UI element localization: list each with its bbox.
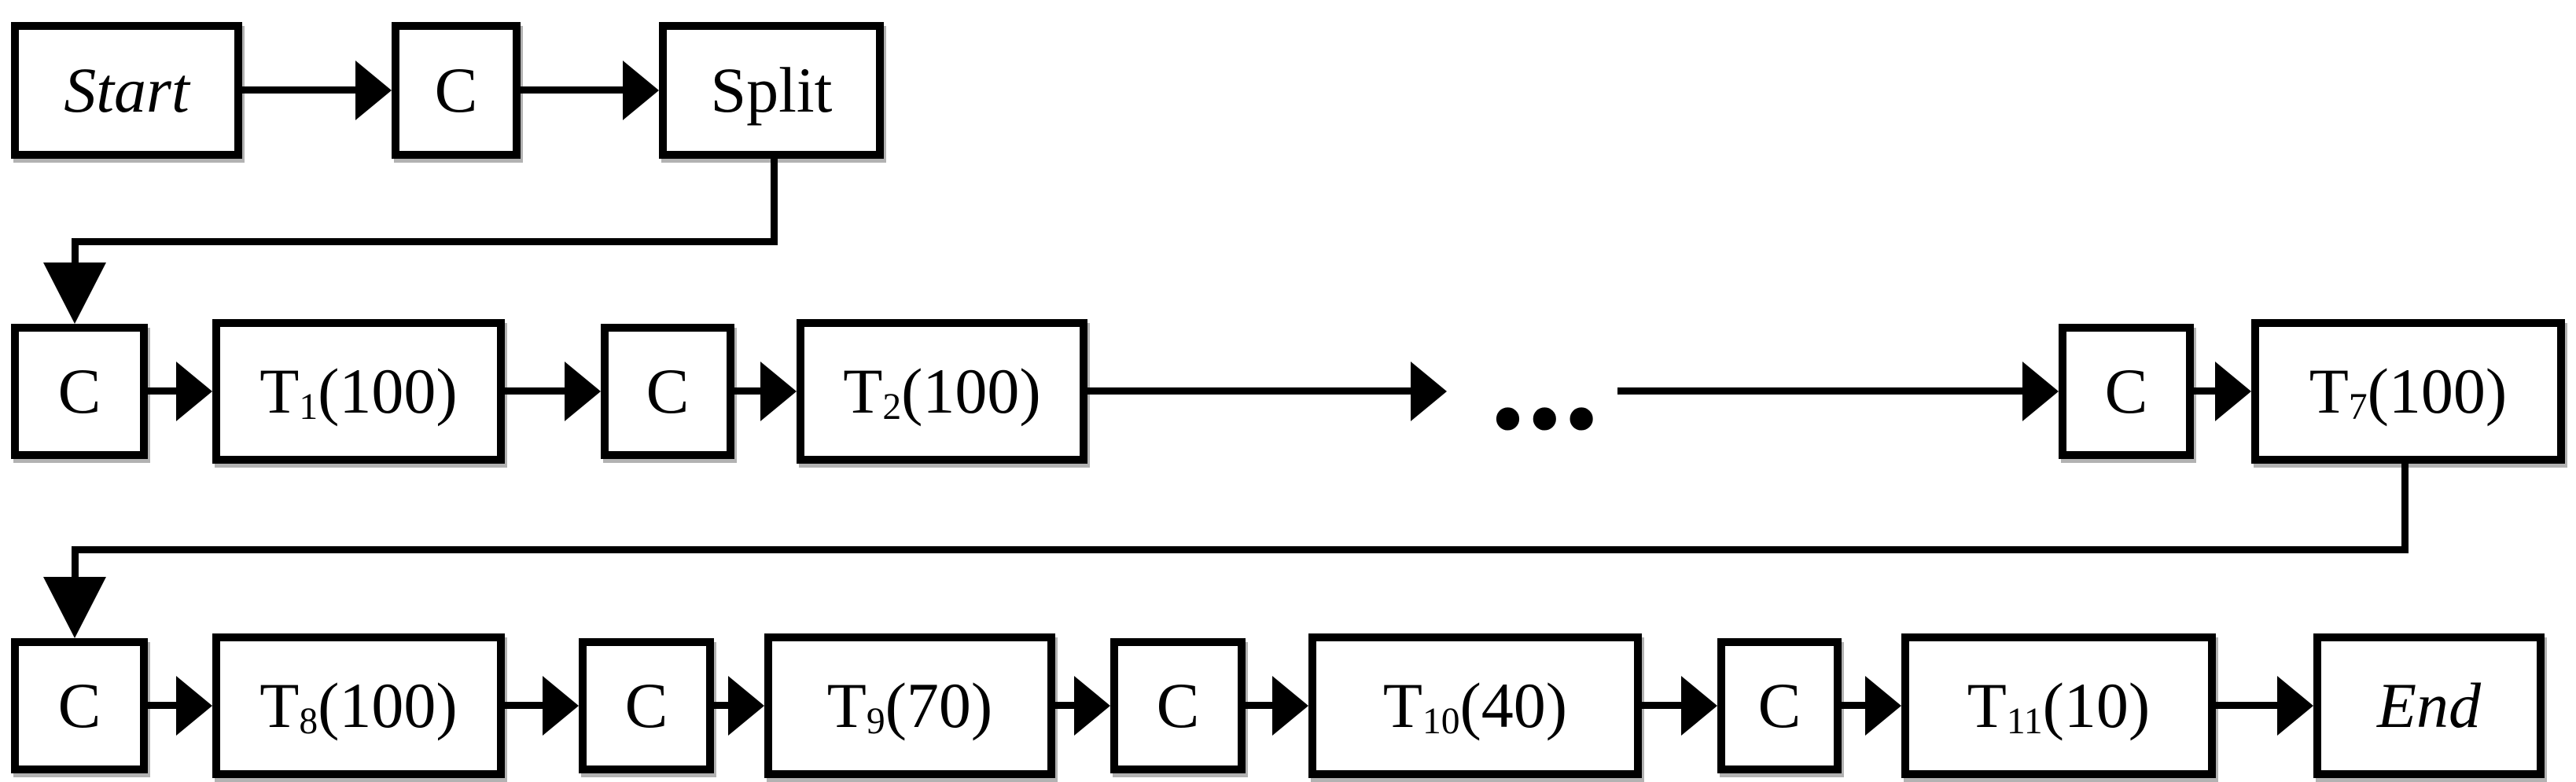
- label-subscript: 2: [882, 387, 902, 428]
- node-t1: T1(100): [212, 319, 505, 464]
- arrowhead: [1681, 676, 1717, 736]
- node-t7-label: T7(100): [2309, 359, 2508, 426]
- arrow-shaft: [1617, 387, 2024, 395]
- node-end-label: End: [2376, 670, 2482, 741]
- connector-segment: [2401, 462, 2409, 553]
- node-start-label: Start: [64, 54, 190, 126]
- arrowhead: [355, 61, 392, 120]
- node-t8-label: T8(100): [259, 674, 458, 740]
- connector-segment: [72, 238, 778, 245]
- node-c8: C: [11, 638, 148, 773]
- node-c7-label: C: [2104, 355, 2148, 427]
- connector-segment: [72, 546, 79, 584]
- label-suffix: (70): [885, 670, 993, 741]
- arrow-shaft: [734, 387, 764, 395]
- label-base: T: [259, 355, 300, 427]
- node-t10: T10(40): [1308, 633, 1642, 778]
- node-c1-label: C: [57, 355, 101, 427]
- node-split: Split: [659, 22, 884, 159]
- node-c9: C: [579, 638, 714, 773]
- label-base: T: [843, 355, 883, 427]
- arrowhead: [176, 362, 212, 421]
- arrow-shaft: [242, 86, 359, 94]
- label-subscript: 9: [866, 701, 885, 743]
- node-c-top-label: C: [434, 54, 478, 126]
- arrow-shaft: [2216, 702, 2280, 709]
- label-subscript: 11: [2006, 701, 2043, 743]
- node-c10-label: C: [1156, 670, 1200, 741]
- label-suffix: (100): [2367, 355, 2508, 427]
- ellipsis-dots: ...: [1490, 303, 1601, 459]
- arrowhead: [1272, 676, 1308, 736]
- label-subscript: 7: [2348, 387, 2368, 428]
- node-start: Start: [11, 22, 242, 159]
- arrowhead: [1074, 676, 1110, 736]
- node-t1-label: T1(100): [259, 359, 458, 426]
- node-c11: C: [1717, 638, 1842, 773]
- label-suffix: (10): [2042, 670, 2151, 741]
- node-c2: C: [601, 324, 734, 459]
- node-t7: T7(100): [2251, 319, 2565, 464]
- label-base: T: [1382, 670, 1422, 741]
- label-subscript: 10: [1422, 701, 1460, 743]
- label-suffix: (40): [1459, 670, 1568, 741]
- node-c7: C: [2059, 324, 2194, 459]
- arrow-shaft: [1842, 702, 1868, 709]
- arrow-shaft: [1087, 387, 1414, 395]
- label-suffix: (100): [318, 670, 458, 741]
- label-base: T: [259, 670, 300, 741]
- arrowhead: [176, 676, 212, 736]
- node-t9-label: T9(70): [827, 674, 993, 740]
- arrow-shaft: [521, 86, 626, 94]
- node-t10-label: T10(40): [1383, 674, 1567, 740]
- arrowhead: [728, 676, 764, 736]
- arrow-shaft: [1642, 702, 1684, 709]
- node-c9-label: C: [624, 670, 668, 741]
- arrowhead: [565, 362, 601, 421]
- node-t8: T8(100): [212, 633, 505, 778]
- arrowhead: [760, 362, 797, 421]
- label-suffix: (100): [318, 355, 458, 427]
- arrow-shaft: [148, 387, 179, 395]
- node-t2-label: T2(100): [843, 359, 1041, 426]
- label-suffix: (100): [901, 355, 1041, 427]
- arrowhead: [2277, 676, 2313, 736]
- node-c8-label: C: [57, 670, 101, 741]
- node-t11-label: T11(10): [1967, 674, 2151, 740]
- node-t2: T2(100): [797, 319, 1087, 464]
- arrow-shaft: [714, 702, 731, 709]
- node-c10: C: [1110, 638, 1246, 773]
- arrow-shaft: [1055, 702, 1077, 709]
- connector-segment: [72, 546, 2409, 553]
- label-subscript: 1: [299, 387, 318, 428]
- connector-segment: [72, 238, 79, 274]
- node-t11: T11(10): [1901, 633, 2216, 778]
- arrowhead: [543, 676, 579, 736]
- node-c2-label: C: [646, 355, 690, 427]
- node-c1: C: [11, 324, 148, 459]
- arrowhead: [1411, 362, 1447, 421]
- node-split-label: Split: [710, 54, 833, 126]
- node-end: End: [2313, 633, 2545, 778]
- label-base: T: [2309, 355, 2349, 427]
- label-subscript: 8: [299, 701, 318, 743]
- node-t9: T9(70): [764, 633, 1055, 778]
- arrowhead: [623, 61, 659, 120]
- label-base: T: [1967, 670, 2007, 741]
- label-base: T: [826, 670, 867, 741]
- node-c-top: C: [392, 22, 521, 159]
- connector-segment: [771, 157, 778, 245]
- arrow-shaft: [1246, 702, 1274, 709]
- arrowhead: [43, 577, 106, 638]
- arrow-shaft: [2194, 387, 2218, 395]
- arrow-shaft: [148, 702, 179, 709]
- arrowhead: [2215, 362, 2251, 421]
- arrow-shaft: [505, 387, 568, 395]
- arrow-shaft: [505, 702, 546, 709]
- arrowhead: [1865, 676, 1901, 736]
- arrowhead: [2022, 362, 2059, 421]
- arrowhead: [43, 263, 106, 324]
- node-c11-label: C: [1757, 670, 1801, 741]
